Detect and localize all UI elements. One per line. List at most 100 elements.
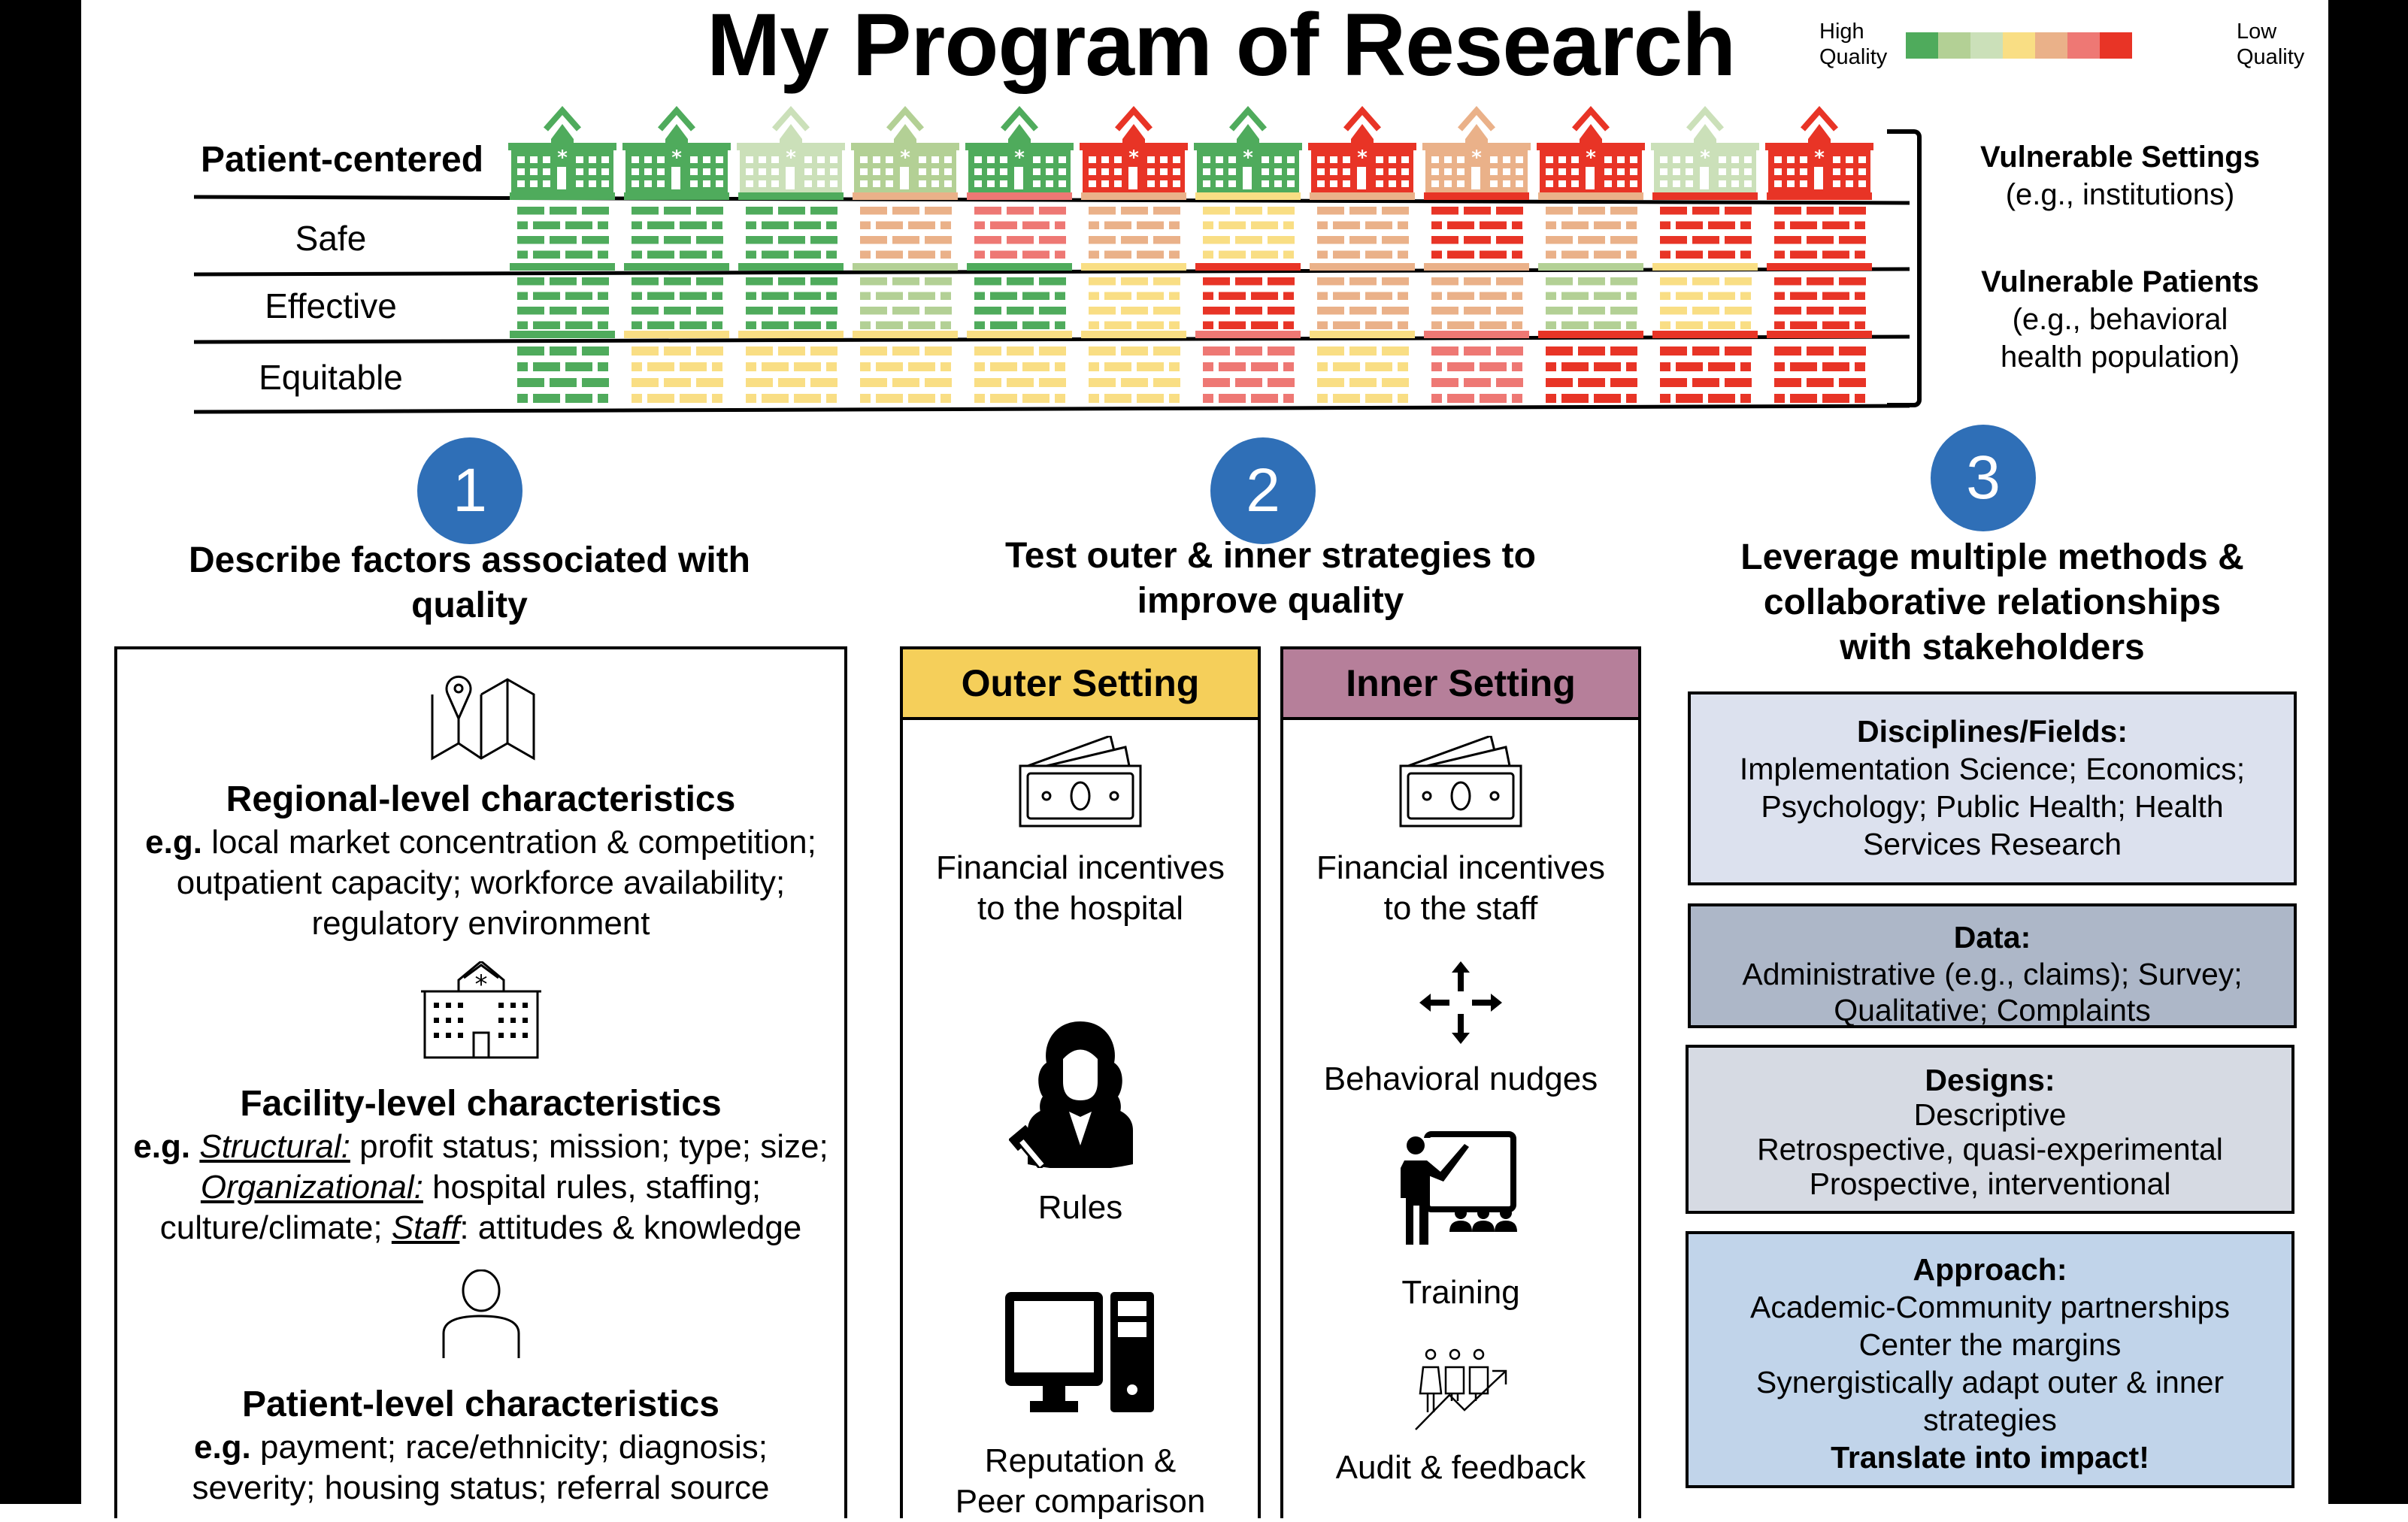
- hospital-7: *: [1194, 105, 1302, 403]
- strip-effective: [1652, 263, 1758, 271]
- outer-setting-header: Outer Setting: [903, 649, 1258, 720]
- bricks-safe: [1546, 207, 1637, 259]
- bricks-effective: [632, 277, 723, 329]
- strip-safe: [1195, 192, 1301, 200]
- bracket: [1887, 129, 1922, 407]
- strip-equitable: [1767, 331, 1872, 338]
- bricks-safe: [1203, 207, 1295, 259]
- legend-swatch-5: [2035, 32, 2067, 59]
- svg-text:*: *: [1471, 147, 1482, 169]
- row-label-equitable: Equitable: [259, 358, 403, 397]
- hospital-roof-patient-centered: *: [1765, 105, 1873, 192]
- bricks-equitable: [632, 346, 723, 403]
- bricks-safe: [1431, 207, 1523, 259]
- strip-effective: [738, 263, 844, 271]
- hospital-roof-patient-centered: *: [851, 105, 959, 192]
- strip-equitable: [1424, 331, 1529, 338]
- person-icon: [442, 1269, 519, 1358]
- strip-safe: [967, 192, 1072, 200]
- svg-text:*: *: [671, 147, 682, 169]
- svg-text:*: *: [1243, 147, 1253, 169]
- computer-icon: [1005, 1292, 1154, 1412]
- method-line: Implementation Science; Economics;: [1739, 752, 2246, 786]
- strategy-item: Rules: [903, 1018, 1258, 1228]
- hospital-icon: *: [420, 961, 541, 1059]
- factor-title: Regional-level characteristics: [226, 779, 736, 819]
- svg-text:*: *: [1014, 147, 1025, 169]
- factor-title: Patient-level characteristics: [242, 1384, 719, 1424]
- hospital-11: *: [1651, 105, 1759, 403]
- row-label-effective: Effective: [265, 286, 397, 325]
- bricks-equitable: [1546, 346, 1637, 403]
- strip-equitable: [624, 331, 729, 338]
- page-title: My Program of Research: [707, 0, 1736, 95]
- svg-text:*: *: [1357, 147, 1368, 169]
- bricks-effective: [1660, 277, 1752, 329]
- training-icon: [1401, 1131, 1517, 1245]
- step-2-badge: 2: [1210, 437, 1316, 544]
- step-3-badge: 3: [1931, 425, 2036, 531]
- strip-effective: [853, 263, 958, 271]
- factor-text: e.g. Structural: profit status; mission;…: [133, 1128, 828, 1246]
- vulnerable-settings: Vulnerable Settings (e.g., institutions): [1980, 141, 2260, 211]
- bricks-safe: [1317, 207, 1409, 259]
- step-3-title: Leverage multiple methods &collaborative…: [1740, 537, 2244, 667]
- bricks-equitable: [1660, 346, 1752, 403]
- bricks-equitable: [1089, 346, 1180, 403]
- row-label-patient-centered: Patient-centered: [200, 140, 484, 180]
- strip-equitable: [1652, 331, 1758, 338]
- map-pin-icon: [431, 676, 535, 761]
- svg-text:*: *: [1586, 147, 1596, 169]
- bricks-effective: [746, 277, 837, 329]
- svg-text:*: *: [786, 147, 796, 169]
- bricks-effective: [860, 277, 952, 329]
- designs-title: Designs:: [1925, 1063, 2055, 1097]
- strip-safe: [1652, 192, 1758, 200]
- bricks-safe: [746, 207, 837, 259]
- strip-effective: [1538, 263, 1643, 271]
- legend-swatch-7: [2100, 32, 2132, 59]
- bricks-effective: [1546, 277, 1637, 329]
- data-box: Data: Administrative (e.g., claims); Sur…: [1688, 903, 2297, 1028]
- row-divider: [193, 404, 1910, 414]
- strategy-label: Reputation &Peer comparison: [955, 1442, 1206, 1520]
- hospital-roof-patient-centered: *: [965, 105, 1074, 192]
- strip-effective: [967, 263, 1072, 271]
- strip-effective: [1081, 263, 1186, 271]
- method-line: strategies: [1923, 1402, 2057, 1437]
- money-icon: [1019, 736, 1142, 828]
- method-line: Center the margins: [1858, 1327, 2122, 1362]
- factor-text: e.g. local market concentration & compet…: [145, 824, 816, 942]
- bricks-safe: [1089, 207, 1180, 259]
- strip-equitable: [1538, 331, 1643, 338]
- method-line: Prospective, interventional: [1809, 1166, 2171, 1201]
- hospital-8: *: [1308, 105, 1416, 403]
- hospital-9: *: [1422, 105, 1531, 403]
- strip-safe: [1310, 192, 1415, 200]
- hospital-1: *: [508, 105, 616, 403]
- method-line: Services Research: [1862, 827, 2122, 861]
- legend-swatch-2: [1938, 32, 1970, 59]
- bricks-equitable: [1203, 346, 1295, 403]
- bricks-effective: [1203, 277, 1295, 329]
- arrows-icon: [1419, 961, 1502, 1044]
- svg-text:*: *: [900, 147, 910, 169]
- svg-text:*: *: [1700, 147, 1710, 169]
- hospital-10: *: [1537, 105, 1645, 403]
- legend-swatch-4: [2003, 32, 2035, 59]
- factor-patient: Patient-level characteristics e.g. payme…: [117, 1269, 844, 1508]
- bricks-effective: [1317, 277, 1409, 329]
- bricks-safe: [517, 207, 609, 259]
- method-line: Academic-Community partnerships: [1749, 1290, 2230, 1324]
- judge-icon: [1009, 1021, 1133, 1168]
- approach-box: Approach: Academic-Community partnership…: [1686, 1231, 2294, 1488]
- legend-swatch-6: [2067, 32, 2100, 59]
- hospital-4: *: [851, 105, 959, 403]
- method-line: Administrative (e.g., claims); Survey;: [1742, 957, 2243, 991]
- vulnerable-patients: Vulnerable Patients (e.g., behavioral he…: [1981, 265, 2259, 374]
- hospital-roof-patient-centered: *: [737, 105, 845, 192]
